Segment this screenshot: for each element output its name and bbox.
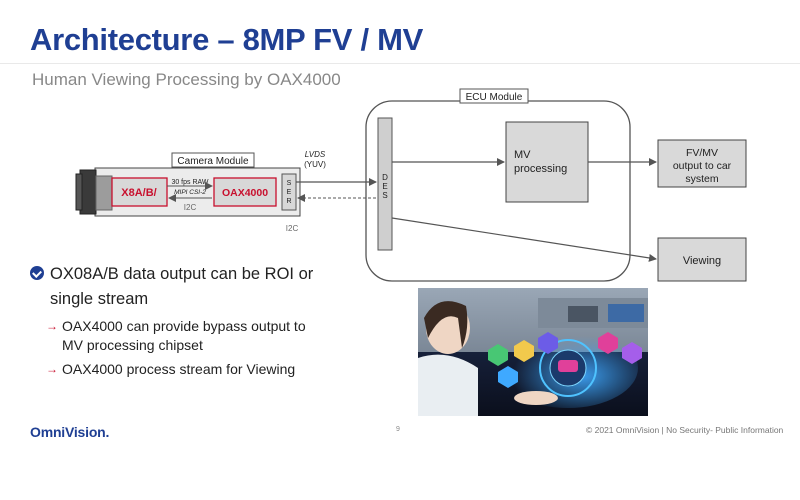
oax4000-label: OAX4000 [222, 187, 268, 199]
mv-processing-label-line2: processing [514, 163, 567, 175]
arrow-bullet-icon: → [46, 319, 58, 333]
des-to-viewing-arrow [391, 217, 657, 262]
driver-hud-photo [418, 288, 648, 416]
omnivision-logo: OmniVision. [30, 424, 110, 440]
mv-processing-label-line1: MV [514, 149, 531, 161]
output-label-line1: FV/MV [686, 147, 718, 159]
mv-processing-box [505, 121, 589, 203]
inner-i2c-label: I2C [184, 203, 197, 212]
link-rate-label: 30 fps RAW [171, 179, 208, 186]
ecu-module-tab [459, 88, 529, 104]
camera-module-label: Camera Module [177, 156, 249, 167]
ecu-module-box [365, 100, 631, 282]
des-letter-d: D [382, 173, 388, 182]
oax4000-block [213, 177, 277, 207]
yuv-label: (YUV) [304, 160, 326, 169]
camera-lens-front [75, 173, 83, 211]
viewing-box [657, 237, 747, 282]
des-block [377, 117, 393, 251]
output-label-line2: output to car [673, 160, 732, 172]
title-divider [0, 63, 800, 64]
copyright-notice: © 2021 OmniVision | No Security- Public … [586, 425, 784, 435]
arrow-bullet-icon: → [46, 362, 58, 376]
ecu-module-label: ECU Module [466, 92, 523, 103]
des-letter-e: E [382, 182, 387, 191]
lvds-label: LVDS [305, 150, 326, 159]
page-title: Architecture – 8MP FV / MV [30, 22, 424, 57]
des-letter-s: S [382, 191, 387, 200]
output-to-car-box [657, 139, 747, 188]
camera-module-tab [171, 152, 255, 168]
camera-lens-ring [95, 175, 113, 211]
sub-bullet: → OAX4000 can provide bypass output to M… [46, 317, 326, 355]
link-interface-label: MIPI CSI-2 [174, 189, 206, 196]
ser-letter-r: R [286, 198, 291, 205]
ser-block [281, 173, 297, 211]
sub-bullet: → OAX4000 process stream for Viewing [46, 360, 326, 379]
outer-i2c-label: I2C [286, 224, 299, 233]
output-label-line3: system [685, 173, 719, 185]
sub-bullet-text: OAX4000 process stream for Viewing [62, 361, 296, 377]
page-number: 9 [396, 426, 400, 433]
check-bullet-icon [30, 266, 44, 280]
page-subtitle: Human Viewing Processing by OAX4000 [32, 70, 341, 89]
sub-bullet-text: OAX4000 can provide bypass output to MV … [62, 318, 306, 353]
ser-letter-s: S [287, 180, 292, 187]
sensor-label: X8A/B/ [121, 187, 156, 199]
viewing-label: Viewing [683, 255, 721, 267]
sensor-block [111, 177, 168, 207]
main-bullet-text: OX08A/B data output can be ROI or single… [50, 265, 314, 308]
ser-letter-e: E [287, 189, 292, 196]
main-bullet: OX08A/B data output can be ROI or single… [30, 262, 320, 312]
